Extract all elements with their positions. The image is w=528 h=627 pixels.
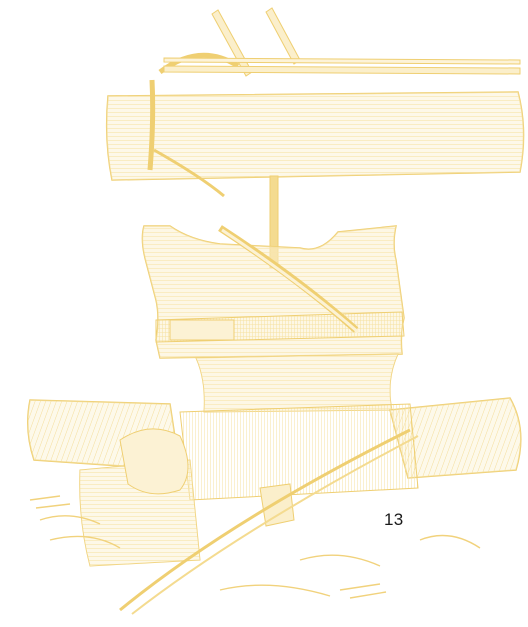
rods	[158, 7, 521, 77]
page-number: 13	[384, 510, 404, 529]
lower-log-and-base	[27, 397, 522, 615]
anvil-body	[141, 225, 405, 413]
ground-scribbles	[29, 495, 481, 599]
upper-log-beam	[105, 79, 525, 198]
